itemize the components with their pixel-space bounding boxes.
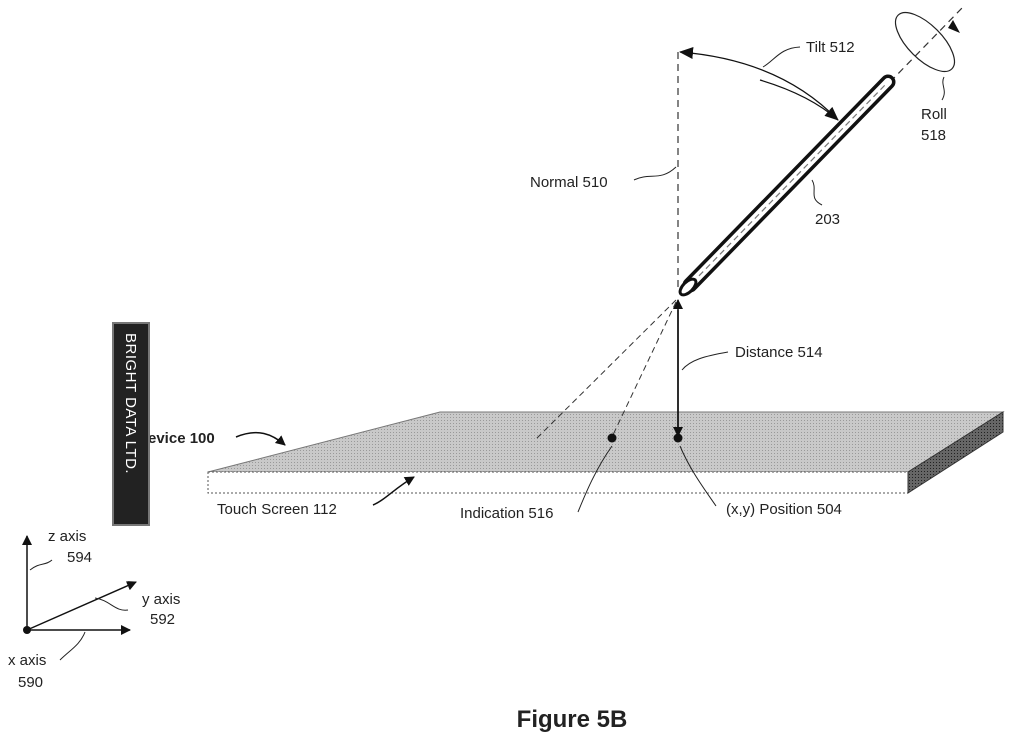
tilt-arc [679, 47, 839, 121]
coordinate-axes [22, 535, 137, 661]
position-label: (x,y) Position 504 [726, 501, 842, 518]
y-axis-arrow [26, 581, 137, 631]
indication-point [607, 433, 617, 443]
roll-label-line1: Roll [921, 106, 947, 123]
device-label: evice 100 [148, 430, 215, 447]
watermark: BRIGHT DATA LTD. [112, 322, 150, 526]
roll-label-line2: 518 [921, 127, 946, 144]
tilt-label: Tilt 512 [806, 39, 855, 56]
stylus-tip [678, 277, 698, 297]
origin-point [23, 626, 31, 634]
watermark-text: BRIGHT DATA LTD. [122, 333, 139, 474]
indication-label: Indication 516 [460, 505, 553, 522]
projection-line-far [534, 299, 677, 441]
touch-screen-label: Touch Screen 112 [217, 501, 337, 518]
device-arrow [235, 431, 286, 446]
y-axis-label: y axis [142, 591, 180, 608]
z-axis-label: z axis [48, 528, 86, 545]
tilt-leader [762, 46, 801, 68]
touch-screen-slab [207, 411, 1005, 494]
z-axis-number: 594 [67, 549, 92, 566]
roll-arrowhead [948, 20, 960, 33]
slab-side-face [907, 411, 1004, 494]
stylus-203 [678, 74, 896, 297]
y-axis-number: 592 [150, 611, 175, 628]
position-point [673, 433, 683, 443]
stylus-label: 203 [815, 211, 840, 228]
x-axis-number: 590 [18, 674, 43, 691]
roll-ellipse [894, 11, 956, 73]
indication-leader [577, 445, 613, 513]
distance-leader [681, 351, 729, 371]
x-axis-label: x axis [8, 652, 46, 669]
position-leader [679, 445, 717, 507]
slab-front-face [207, 471, 909, 494]
distance-label: Distance 514 [735, 344, 823, 361]
roll-leader [941, 76, 945, 101]
stylus-axis-dashed [889, 7, 963, 83]
figure-caption: Figure 5B [517, 706, 628, 733]
slab-top-face [207, 411, 1005, 473]
normal-leader [633, 166, 677, 181]
normal-label: Normal 510 [530, 174, 608, 191]
touch-screen-arrow [372, 476, 415, 506]
projection-line-indication [611, 301, 677, 438]
stylus-leader [811, 179, 823, 206]
tilt-arc-end [759, 79, 839, 121]
